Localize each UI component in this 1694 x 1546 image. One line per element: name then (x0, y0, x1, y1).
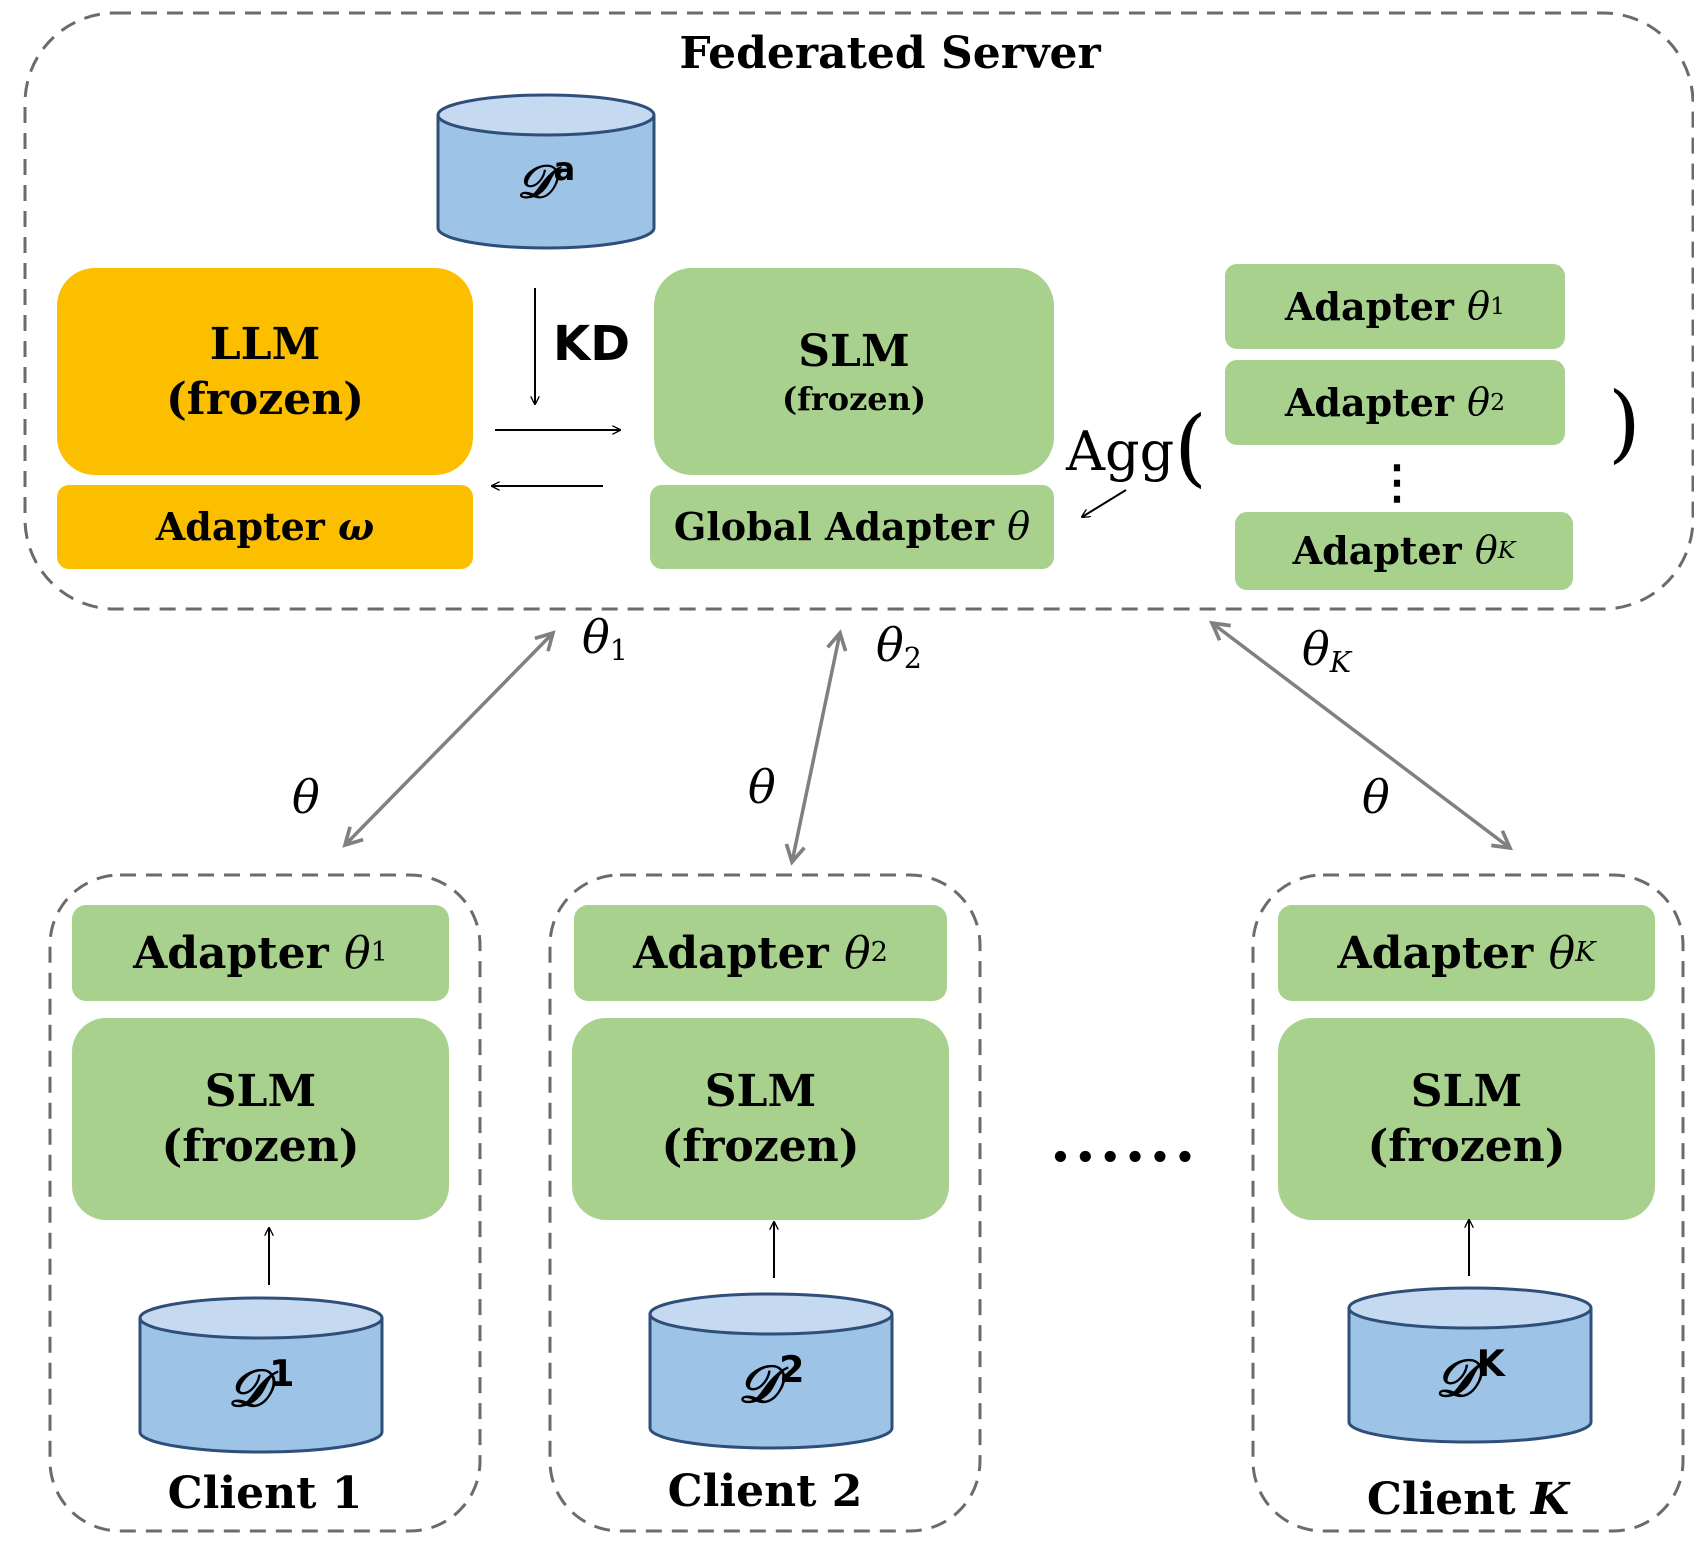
server-slm-box (654, 268, 1054, 475)
client-1-database (138, 1296, 384, 1454)
agg-arrow (1082, 489, 1127, 517)
llm-label: LLM (frozen) (165, 318, 365, 425)
client-2-slm-box (572, 1018, 949, 1220)
client-1-container (48, 873, 482, 1533)
client-2-label: Client 2 (667, 1466, 863, 1517)
client-k-db-label: 𝒟K (1435, 1342, 1505, 1410)
client-1-db-label: 𝒟1 (227, 1352, 295, 1420)
link-k-arrow (1212, 623, 1510, 848)
client-k-label: Client K (1366, 1474, 1570, 1525)
client-k-container (1251, 873, 1685, 1533)
client-1-label: Client 1 (167, 1468, 363, 1519)
client-1-adapter-box (72, 905, 449, 1001)
server-adapter-2-box (1225, 360, 1565, 445)
client-1-slm-label: SLM (frozen) (161, 1066, 360, 1172)
client-k-slm-box (1278, 1018, 1655, 1220)
server-adapters-vdots: ⋮ (1374, 455, 1420, 509)
client-k-database (1347, 1286, 1593, 1444)
server-title: Federated Server (679, 28, 1101, 79)
client-2-slm-label: SLM (frozen) (661, 1066, 860, 1172)
adapter-omega-box (57, 485, 473, 569)
global-adapter-label: Global Adapter θ (673, 504, 1031, 550)
agg-label: Agg( (1066, 398, 1207, 496)
server-slm-label: SLM (frozen) (781, 326, 927, 418)
link-k-up-label: θK (1302, 622, 1352, 680)
link-2-up-label: θ2 (876, 618, 922, 676)
client-2-database (648, 1292, 894, 1450)
client-k-slm-label: SLM (frozen) (1367, 1066, 1566, 1172)
global-adapter-box (650, 485, 1054, 569)
client-2-db-label: 𝒟2 (737, 1348, 805, 1416)
llm-box (57, 268, 473, 475)
server-container (23, 11, 1694, 611)
kd-label: KD (553, 316, 631, 372)
server-adapter-k-box (1235, 512, 1573, 590)
client-k-adapter-box (1278, 905, 1655, 1001)
link-k-down-label: θ (1362, 770, 1390, 824)
server-database (436, 93, 656, 250)
link-1-up-label: θ1 (582, 610, 628, 668)
server-db-label: 𝒟a (516, 150, 576, 209)
client-2-container (548, 873, 982, 1533)
agg-close-paren: ) (1608, 374, 1641, 472)
link-2-arrow (792, 633, 840, 862)
link-1-down-label: θ (292, 770, 320, 824)
adapter-omega-label: Adapter ω (155, 504, 375, 550)
link-2-down-label: θ (748, 760, 776, 814)
server-adapter-1-box (1225, 264, 1565, 349)
clients-ellipsis: ...... (1050, 1106, 1200, 1176)
client-1-slm-box (72, 1018, 449, 1220)
link-1-arrow (345, 633, 553, 845)
client-2-adapter-box (574, 905, 947, 1001)
